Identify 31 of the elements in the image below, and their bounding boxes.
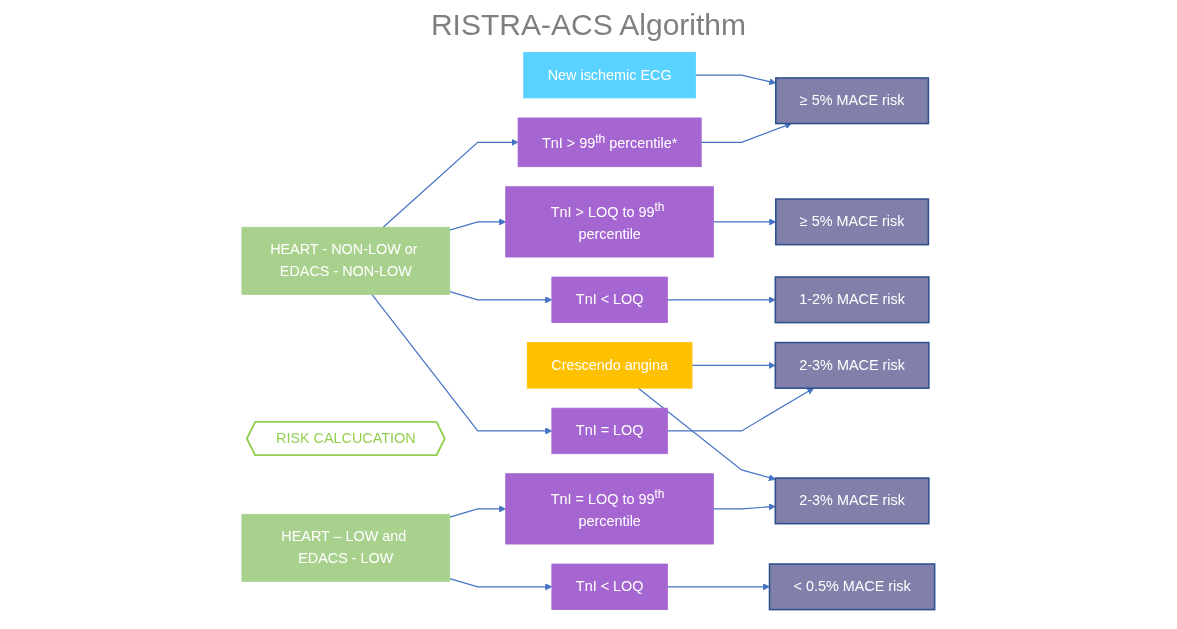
arrow	[713, 503, 776, 511]
node-box: TnI < LOQ	[551, 563, 669, 610]
node-box: New ischemic ECG	[523, 52, 697, 99]
node-box: 2-3% MACE risk	[774, 477, 930, 525]
diagram-title: RISTRA-ACS Algorithm	[429, 8, 748, 42]
node-box: Crescendo angina	[527, 342, 693, 389]
node-box: TnI < LOQ	[551, 276, 669, 323]
node-box: TnI > LOQ to 99$^{th}$ percentile	[505, 186, 715, 258]
node-box: 1-2% MACE risk	[774, 276, 930, 324]
node-box: TnI = LOQ	[551, 407, 669, 455]
arrow	[449, 577, 553, 591]
arrow	[449, 505, 507, 518]
arrow	[371, 293, 553, 435]
arrow	[449, 290, 553, 304]
arrow	[667, 387, 815, 432]
arrow	[638, 387, 776, 482]
arrow	[691, 361, 776, 369]
arrow	[667, 296, 776, 304]
node-box: ≥ 5% MACE risk	[775, 198, 930, 246]
node-box: HEART – LOW and EDACS - LOW	[241, 513, 451, 582]
node-box: ≥ 5% MACE risk	[775, 77, 930, 125]
node-box: 2-3% MACE risk	[774, 341, 930, 389]
node-box: HEART - NON-LOW or EDACS - NON-LOW	[241, 226, 451, 295]
node-box: < 0.5% MACE risk	[768, 563, 936, 611]
arrow	[449, 218, 507, 231]
arrow	[713, 218, 777, 226]
node-box: TnI > 99$^{th}$ percentile*	[517, 117, 702, 168]
arrow	[700, 122, 793, 143]
arrow	[695, 74, 777, 86]
arrow	[382, 138, 519, 228]
node-box: TnI = LOQ to 99$^{th}$ percentile	[505, 473, 715, 545]
